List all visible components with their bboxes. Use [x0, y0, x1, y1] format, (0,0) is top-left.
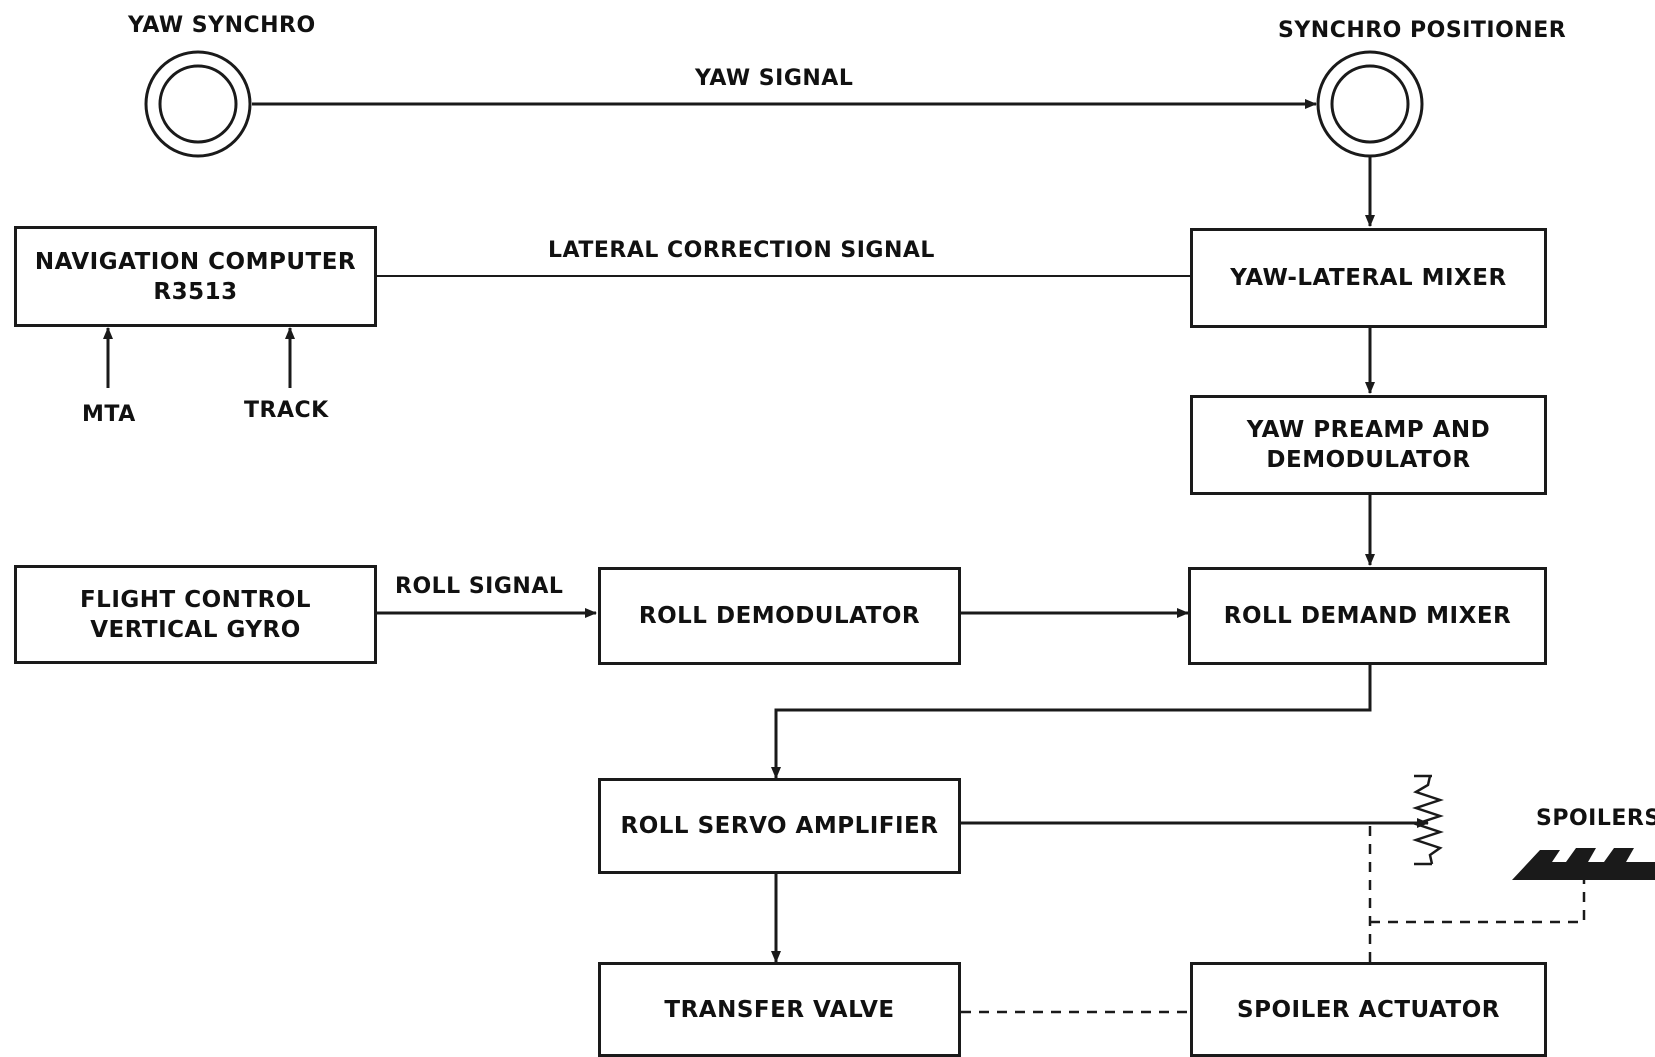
roll-demodulator-block: ROLL DEMODULATOR	[598, 567, 961, 665]
vertical-gyro-line1: FLIGHT CONTROL	[79, 586, 312, 613]
vertical-gyro-block: FLIGHT CONTROL VERTICAL GYRO	[14, 565, 377, 664]
yaw-lateral-mixer-block: YAW-LATERAL MIXER	[1190, 228, 1547, 328]
roll-signal-label: ROLL SIGNAL	[395, 574, 564, 599]
navigation-computer-title: NAVIGATION COMPUTER	[34, 248, 357, 275]
actuator-spoiler-link	[1370, 878, 1586, 924]
roll-demodulator-label: ROLL DEMODULATOR	[638, 603, 921, 629]
yaw-preamp-line2: DEMODULATOR	[1266, 447, 1471, 473]
synchro-positioner-symbol	[1316, 50, 1424, 158]
roll-servo-amplifier-label: ROLL SERVO AMPLIFIER	[620, 813, 939, 839]
yaw-preamp-block: YAW PREAMP AND DEMODULATOR	[1190, 395, 1547, 495]
transfer-valve-block: TRANSFER VALVE	[598, 962, 961, 1057]
feedback-potentiometer	[1412, 775, 1444, 865]
navigation-computer-block: NAVIGATION COMPUTER R3513	[14, 226, 377, 327]
track-label: TRACK	[244, 398, 329, 423]
spoilers-label: SPOILERS	[1536, 806, 1655, 831]
yaw-synchro-label: YAW SYNCHRO	[128, 13, 316, 38]
roll-mixer-to-servo-line	[771, 663, 1372, 779]
navigation-computer-model: R3513	[153, 278, 238, 305]
vertical-gyro-line2: VERTICAL GYRO	[90, 616, 301, 643]
spoiler-actuator-label: SPOILER ACTUATOR	[1237, 996, 1500, 1023]
synchro-positioner-label: SYNCHRO POSITIONER	[1278, 18, 1567, 43]
yaw-synchro-symbol	[144, 50, 252, 158]
roll-demand-mixer-block: ROLL DEMAND MIXER	[1188, 567, 1547, 665]
roll-demand-mixer-label: ROLL DEMAND MIXER	[1223, 603, 1512, 629]
roll-servo-amplifier-block: ROLL SERVO AMPLIFIER	[598, 778, 961, 874]
yaw-signal-label: YAW SIGNAL	[695, 66, 854, 91]
mta-label: MTA	[82, 402, 136, 427]
spoiler-actuator-block: SPOILER ACTUATOR	[1190, 962, 1547, 1057]
lateral-correction-signal-label: LATERAL CORRECTION SIGNAL	[548, 238, 935, 263]
spoilers-symbol	[1512, 848, 1655, 880]
yaw-lateral-mixer-label: YAW-LATERAL MIXER	[1230, 265, 1507, 291]
transfer-valve-label: TRANSFER VALVE	[664, 996, 895, 1023]
yaw-preamp-line1: YAW PREAMP AND	[1246, 417, 1491, 443]
